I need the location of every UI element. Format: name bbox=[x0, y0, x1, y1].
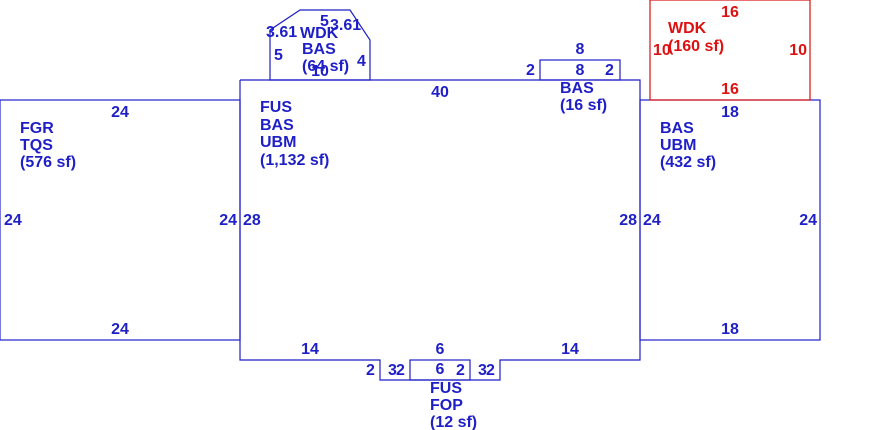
dim-east-bottom: 18 bbox=[721, 321, 739, 338]
dim-porch-step-left-a: 2 bbox=[366, 362, 375, 379]
dim-bump-inner: 8 bbox=[576, 62, 585, 79]
porch-label: FUS FOP (12 sf) bbox=[430, 380, 477, 430]
upper-wdk-outline bbox=[269, 9, 371, 81]
dim-porch-top: 6 bbox=[436, 341, 445, 358]
small-bas-bump-outline bbox=[539, 59, 621, 81]
dim-wdk-top: 5 bbox=[320, 13, 329, 30]
dim-porch-step-left-b: 3 bbox=[388, 362, 397, 379]
dim-porch-step-right-a: 2 bbox=[456, 362, 465, 379]
dim-east-right: 24 bbox=[799, 212, 817, 229]
dim-garage-left: 24 bbox=[4, 212, 22, 229]
dim-bump-left: 2 bbox=[526, 62, 535, 79]
dim-main-bottom-left: 14 bbox=[301, 341, 319, 358]
main-area-label: FUS BAS UBM (1,132 sf) bbox=[260, 99, 329, 169]
dim-main-top: 40 bbox=[431, 84, 449, 101]
dim-deck-bottom: 16 bbox=[721, 81, 739, 98]
dim-deck-left: 10 bbox=[653, 42, 671, 59]
porch-outline bbox=[409, 359, 471, 381]
dim-bump-right: 2 bbox=[605, 62, 614, 79]
dim-east-left: 24 bbox=[643, 212, 661, 229]
main-outline bbox=[239, 79, 641, 381]
east-wing-label: BAS UBM (432 sf) bbox=[660, 120, 716, 171]
dim-garage-top: 24 bbox=[111, 104, 129, 121]
dim-porch-step-left-c: 2 bbox=[396, 362, 405, 379]
dim-porch-step-right-c: 2 bbox=[486, 362, 495, 379]
dim-garage-bottom: 24 bbox=[111, 321, 129, 338]
dim-porch-step-right-b: 3 bbox=[478, 362, 487, 379]
dim-wdk-diag-left: 3.61 bbox=[266, 24, 297, 41]
dim-main-right: 28 bbox=[619, 212, 637, 229]
small-bas-label: BAS (16 sf) bbox=[560, 80, 607, 114]
dim-wdk-left: 5 bbox=[274, 47, 283, 64]
upper-wdk-label: WDK BAS (64 sf) bbox=[300, 25, 349, 75]
dim-wdk-right: 4 bbox=[357, 53, 366, 70]
dim-main-left: 28 bbox=[243, 212, 261, 229]
dim-deck-top: 16 bbox=[721, 4, 739, 21]
dim-east-top: 18 bbox=[721, 104, 739, 121]
garage-label: FGR TQS (576 sf) bbox=[20, 120, 76, 171]
dim-porch-inner: 6 bbox=[436, 361, 445, 378]
dim-wdk-bottom: 10 bbox=[311, 63, 329, 80]
red-deck-outline bbox=[649, 0, 811, 101]
dim-main-bottom-right: 14 bbox=[561, 341, 579, 358]
dim-garage-right: 24 bbox=[219, 212, 237, 229]
red-deck-label: WDK (160 sf) bbox=[668, 20, 724, 55]
dim-bump-top: 8 bbox=[576, 41, 585, 58]
dim-wdk-diag-right: 3.61 bbox=[330, 17, 361, 34]
dim-deck-right: 10 bbox=[789, 42, 807, 59]
